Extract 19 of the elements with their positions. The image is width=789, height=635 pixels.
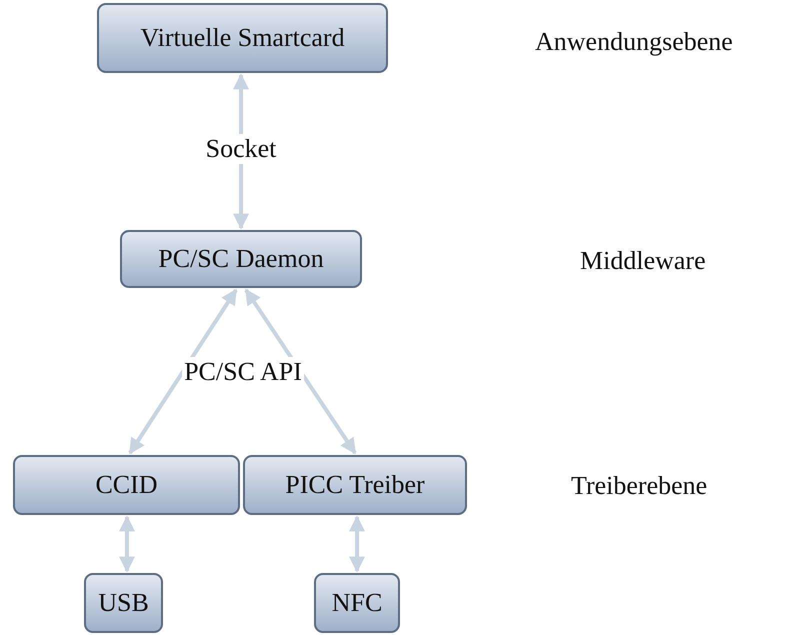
arrow: [119, 515, 135, 573]
node-label: Virtuelle Smartcard: [140, 23, 345, 53]
process-box: [120, 230, 362, 288]
arrow: [244, 288, 357, 454]
process-box: [97, 3, 388, 73]
node-label: USB: [98, 588, 149, 618]
node-label: NFC: [332, 588, 382, 618]
layer-label: Treiberebene: [571, 471, 708, 501]
process-box: [13, 455, 240, 515]
layer-label: Middleware: [580, 246, 706, 276]
arrow: [349, 515, 365, 573]
node-label: CCID: [95, 470, 158, 500]
process-box: [84, 573, 163, 633]
node-label: PC/SC Daemon: [158, 244, 324, 274]
layer-label: Anwendungsebene: [535, 27, 733, 57]
arrow: [128, 288, 238, 454]
node-label: PICC Treiber: [285, 470, 425, 500]
process-box: [243, 455, 467, 515]
process-box: [314, 573, 400, 633]
